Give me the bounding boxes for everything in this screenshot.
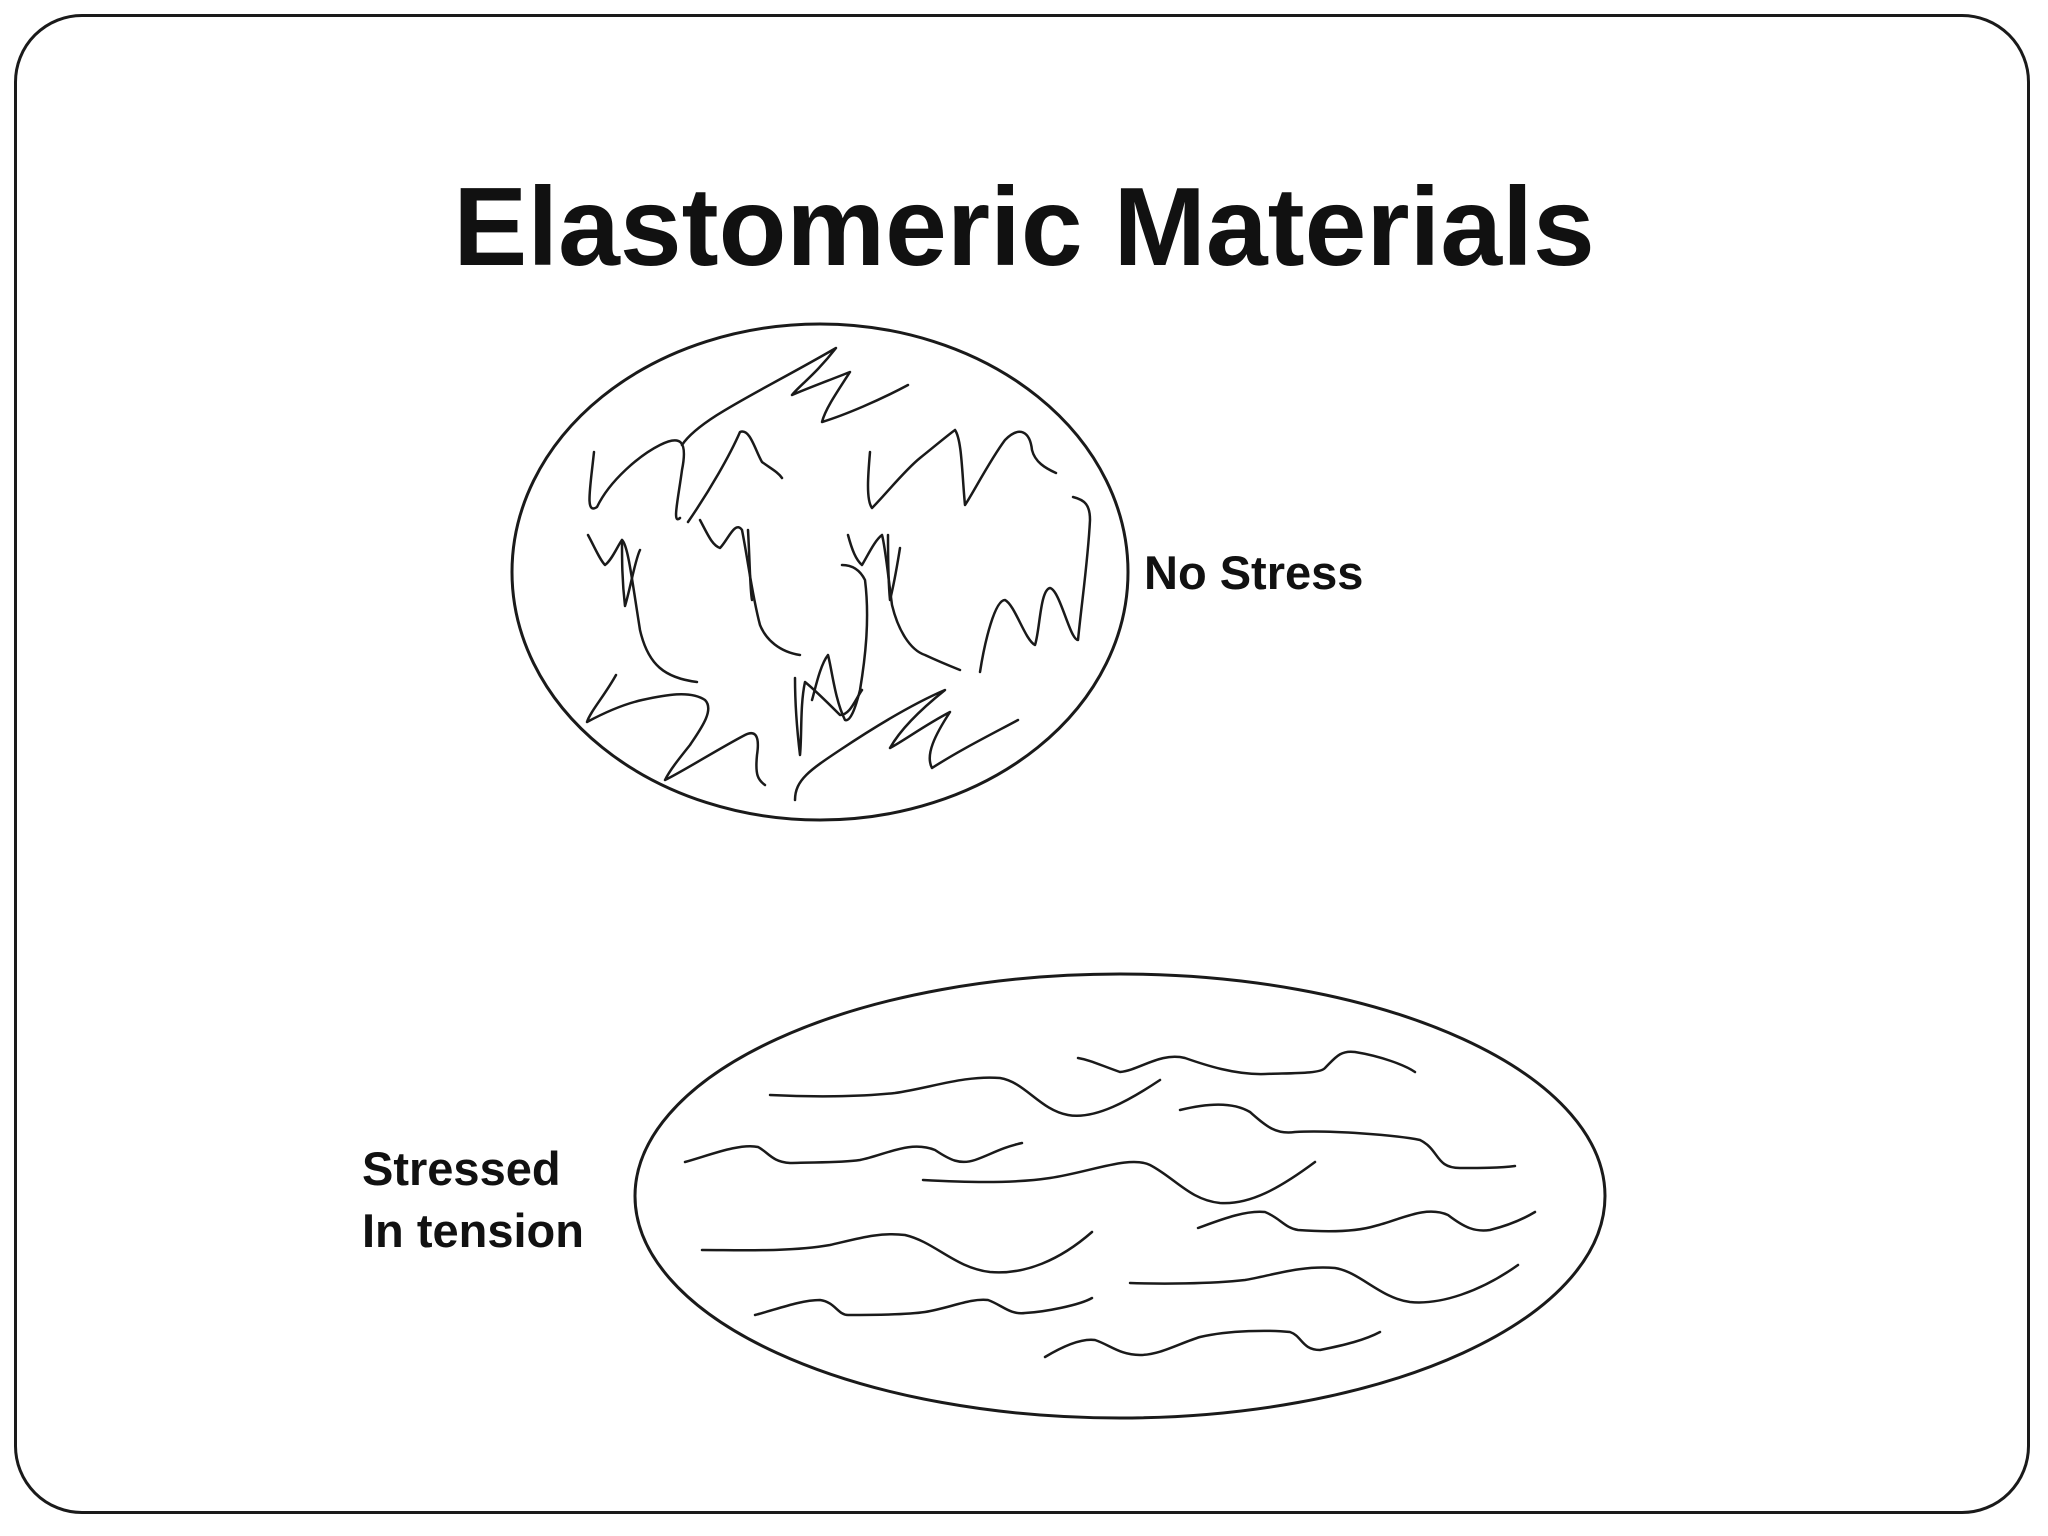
stressed-label: Stressed	[362, 1142, 561, 1195]
stressed-ellipse	[633, 972, 1607, 1420]
slide-frame	[14, 14, 2030, 1514]
unstressed-material	[510, 322, 1130, 822]
in-tension-label: In tension	[362, 1204, 584, 1257]
no-stress-label: No Stress	[1144, 546, 1364, 599]
slide-title: Elastomeric Materials	[453, 165, 1595, 289]
stretched-polymer-chains	[683, 1050, 1537, 1359]
unstressed-ellipse	[510, 322, 1130, 822]
coiled-polymer-chains	[585, 346, 1092, 802]
stressed-material	[633, 972, 1607, 1420]
